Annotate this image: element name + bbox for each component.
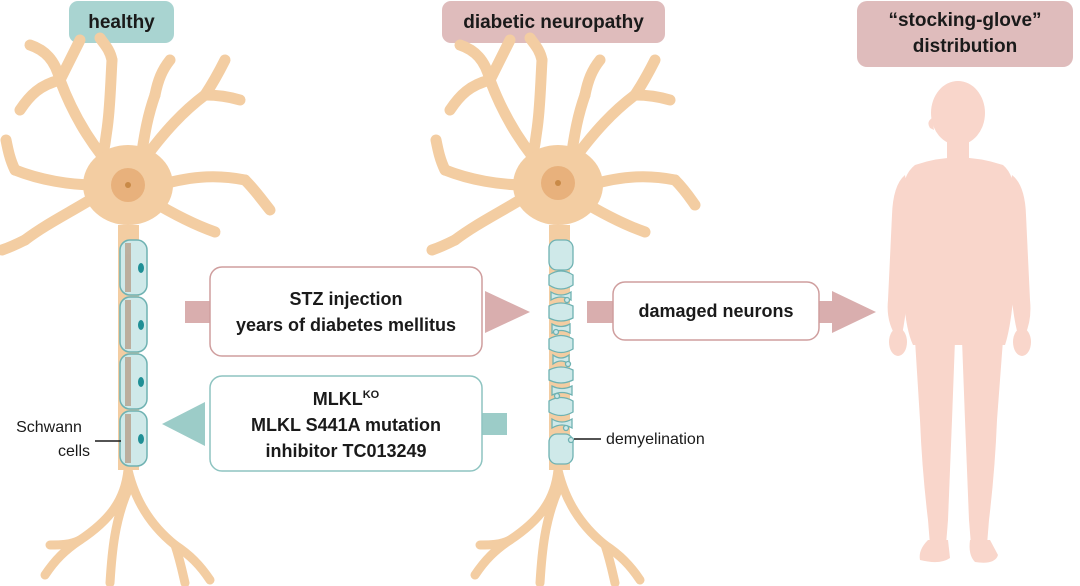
schwann-cells-callout: Schwann cells [16,419,121,460]
human-body-silhouette [887,81,1031,563]
diabetic-label: diabetic neuropathy [463,12,644,33]
schwann-label-line1: Schwann [16,419,82,436]
healthy-label: healthy [88,12,155,33]
schwann-label-line2: cells [58,443,90,460]
healthy-neuron [0,32,276,586]
mlkl-line2: MLKL S441A mutation [251,415,441,435]
stocking-label-line1: “stocking-glove” [888,10,1041,31]
mlkl-box: MLKLKO MLKL S441A mutation inhibitor TC0… [209,375,483,472]
mlkl-line3: inhibitor TC013249 [265,441,426,461]
stocking-label-line2: distribution [913,36,1017,57]
mlkl-base: MLKL [313,389,363,409]
stocking-glove-header: “stocking-glove” distribution [857,1,1073,67]
healthy-header: healthy [69,1,174,43]
mlkl-superscript: KO [363,389,380,401]
stz-box: STZ injection years of diabetes mellitus [209,266,483,357]
diabetic-neuron [426,32,701,586]
damaged-neurons-label: damaged neurons [638,301,793,321]
mlkl-line1: MLKLKO [313,389,380,409]
diabetic-header: diabetic neuropathy [442,1,665,43]
demyelination-label: demyelination [606,431,705,448]
stz-line1: STZ injection [289,289,402,309]
demyelination-callout: demyelination [574,431,705,448]
damaged-neurons-box: damaged neurons [612,281,820,341]
stz-line2: years of diabetes mellitus [236,315,456,335]
